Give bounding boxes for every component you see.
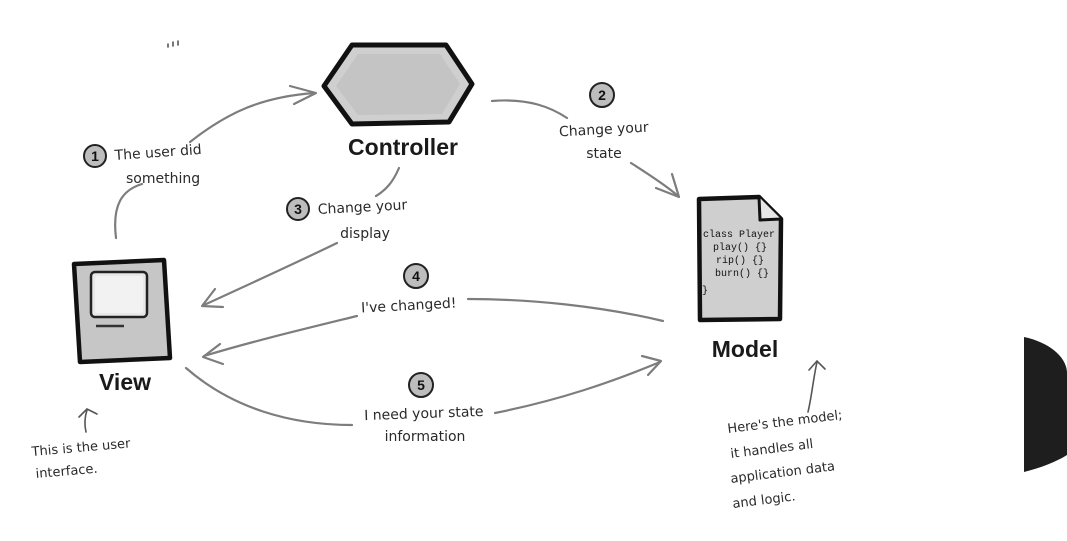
step-5-badge <box>408 372 434 398</box>
step-5-label: I need your state <box>364 404 484 424</box>
model-code-line: class Player <box>703 229 775 241</box>
view-note: This is the user interface. <box>30 436 132 482</box>
controller-title: Controller <box>348 134 458 160</box>
model-code-line: burn() {} <box>715 268 769 280</box>
model-node: class Player play() {} rip() {} burn() {… <box>696 194 784 362</box>
step-1: 1 The user did something <box>83 142 202 187</box>
step-3-label: display <box>340 226 390 242</box>
step-2-badge <box>589 82 615 108</box>
step-1-number: 1 <box>91 148 99 164</box>
step-4: 4 I've changed! <box>361 263 457 317</box>
controller-node: Controller <box>321 42 475 160</box>
arrow-model-to-view <box>201 297 665 366</box>
edge-dark-blob <box>1024 337 1067 472</box>
step-1-badge <box>83 144 107 168</box>
model-note-arrow <box>807 359 826 413</box>
model-note-line: it handles all <box>730 437 814 462</box>
step-2-label: Change your <box>559 120 649 141</box>
model-code-line: rip() {} <box>716 255 764 267</box>
view-note-line: interface. <box>35 462 98 482</box>
model-document-shape <box>696 194 784 323</box>
arrow-view-to-model <box>184 354 663 427</box>
step-3-badge <box>286 197 310 221</box>
model-note-line: Here's the model; <box>727 408 844 437</box>
arrow-controller-to-view <box>200 166 401 309</box>
view-node: View <box>71 257 173 395</box>
step-3: 3 Change your display <box>286 197 408 242</box>
step-2-label: state <box>586 146 621 162</box>
step-5: 5 I need your state information <box>364 372 484 445</box>
step-3-label: Change your <box>317 197 407 218</box>
view-title: View <box>99 369 151 395</box>
model-note: Here's the model; it handles all applica… <box>727 408 844 512</box>
step-4-number: 4 <box>412 268 420 284</box>
step-4-badge <box>403 263 429 289</box>
model-note-line: and logic. <box>732 489 797 512</box>
step-1-label: The user did <box>113 142 202 164</box>
view-note-arrow <box>78 408 98 433</box>
model-title: Model <box>712 336 778 362</box>
model-note-line: application data <box>730 459 836 487</box>
step-1-label: something <box>126 171 200 187</box>
stray-mark <box>167 40 179 48</box>
step-5-label: information <box>385 429 466 445</box>
model-code-line: play() {} <box>713 242 767 254</box>
step-4-label: I've changed! <box>361 296 457 317</box>
step-2: 2 Change your state <box>559 82 649 162</box>
step-5-number: 5 <box>417 377 425 393</box>
model-code-line: } <box>702 285 708 297</box>
view-note-line: This is the user <box>30 436 132 460</box>
step-3-number: 3 <box>294 201 302 217</box>
step-2-number: 2 <box>598 87 606 103</box>
arrow-controller-to-model <box>490 99 681 199</box>
arrow-view-to-controller <box>114 84 318 240</box>
